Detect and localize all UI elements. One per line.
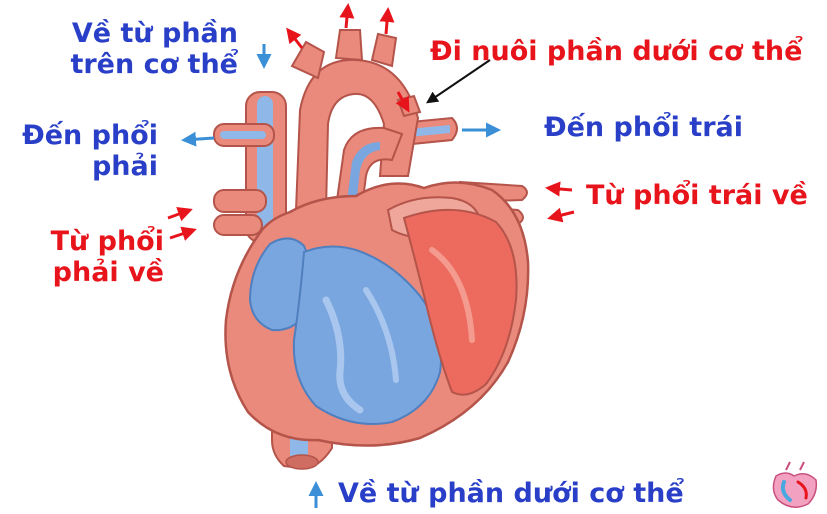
label-to-lower-body: Đi nuôi phần dưới cơ thể: [430, 36, 802, 67]
label-to-left-lung: Đến phổi trái: [544, 112, 743, 143]
arrow-from-right-lung-upper: [168, 210, 190, 218]
arrow-from-left-lung-lower: [550, 212, 574, 218]
arrow-to-right-lung: [184, 138, 214, 140]
label-to-right-lung: Đến phổi phải: [8, 120, 158, 182]
arrow-from-right-lung-lower: [170, 230, 194, 238]
label-from-left-lung: Từ phổi trái về: [586, 180, 808, 211]
label-from-lower-body: Về từ phần dưới cơ thể: [338, 478, 684, 509]
right-pulmonary-veins: [214, 190, 266, 235]
arrow-out-neck-center: [346, 6, 348, 28]
label-from-right-lung: Từ phổi phải về: [20, 226, 164, 288]
arrow-out-neck-left: [288, 30, 302, 48]
arrow-out-neck-right: [386, 10, 388, 34]
heart-thumbnail-icon: [764, 462, 822, 510]
right-pulmonary-artery: [214, 124, 274, 146]
label-from-upper-body: Về từ phần trên cơ thể: [52, 18, 238, 80]
arrow-from-left-lung-upper: [548, 188, 572, 190]
